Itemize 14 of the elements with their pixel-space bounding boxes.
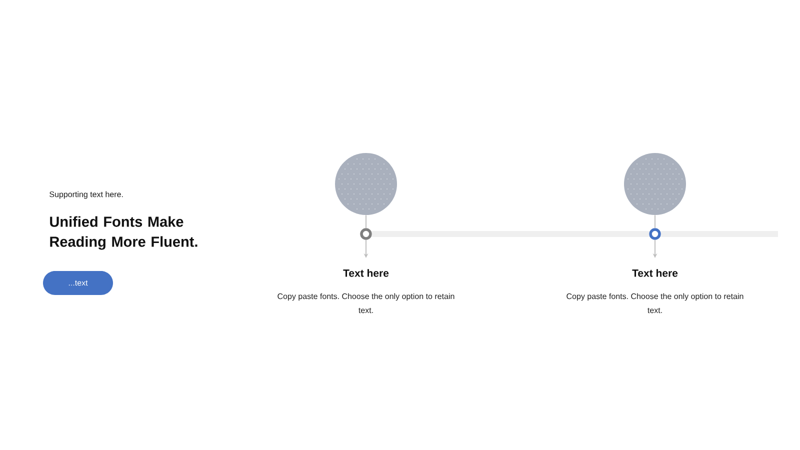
button: ...text <box>43 271 113 295</box>
body-text: Copy paste fonts. Choose the only option to retain text. <box>278 293 454 314</box>
image-placeholder <box>335 153 397 215</box>
timeline-track <box>660 231 778 237</box>
heading: Text here <box>343 269 389 277</box>
timeline-marker <box>360 228 372 240</box>
body-text: Copy paste fonts. Choose the only option to retain text. <box>566 293 744 314</box>
title: Unified Fonts Make Reading More Fluent. <box>50 216 198 250</box>
image-placeholder <box>624 153 686 215</box>
heading: Text here <box>632 269 678 277</box>
timeline-marker <box>649 228 661 240</box>
connector-line <box>654 214 656 229</box>
timeline-track <box>372 231 650 237</box>
supporting-text: Supporting text here. <box>50 191 123 199</box>
